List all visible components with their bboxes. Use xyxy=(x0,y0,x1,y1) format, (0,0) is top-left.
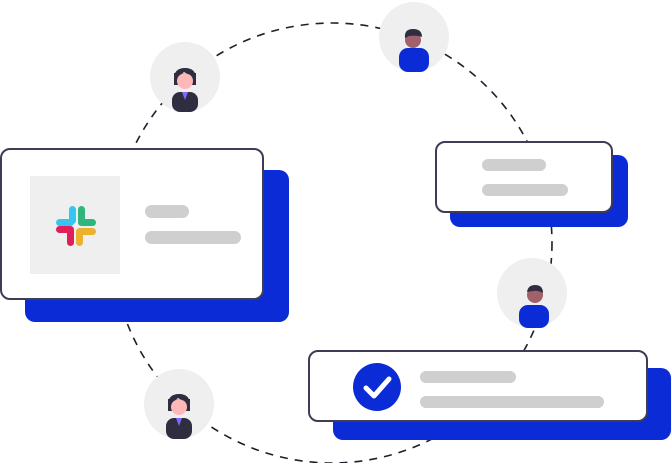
text-card[interactable] xyxy=(435,141,613,213)
avatar-man-right[interactable] xyxy=(497,258,567,328)
person-icon xyxy=(172,68,198,112)
placeholder-line-short xyxy=(420,371,516,383)
slack-logo-tile xyxy=(30,176,120,274)
avatar-woman-bottom-left[interactable] xyxy=(144,369,214,439)
placeholder-line-short xyxy=(482,159,546,171)
checkmark-icon xyxy=(353,363,401,411)
person-icon xyxy=(166,394,192,439)
person-icon xyxy=(519,285,549,328)
slack-logo-icon xyxy=(56,206,96,246)
placeholder-line-long xyxy=(482,184,568,196)
avatar-woman-top-left[interactable] xyxy=(150,42,220,112)
avatar-man-top[interactable] xyxy=(379,2,449,72)
slack-card[interactable] xyxy=(0,148,264,300)
person-icon xyxy=(399,29,429,72)
placeholder-line-long xyxy=(145,231,241,244)
placeholder-line-long xyxy=(420,396,604,408)
placeholder-line-short xyxy=(145,205,189,218)
check-card[interactable] xyxy=(308,350,648,422)
